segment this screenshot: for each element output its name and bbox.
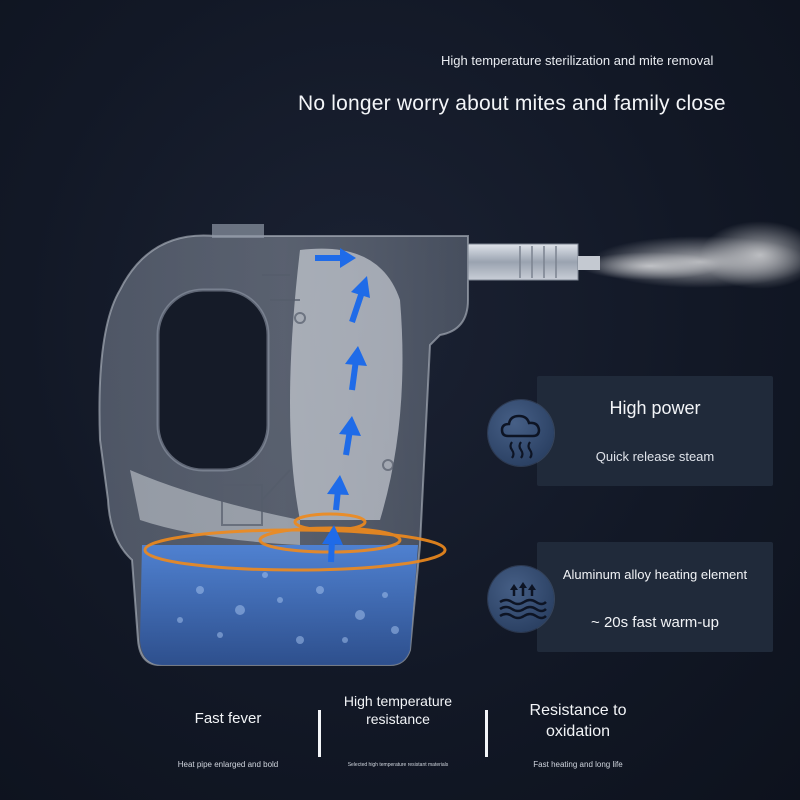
bottom-feature-title: High temperature resistance: [343, 693, 453, 727]
feature-card-high-power: High power Quick release steam: [537, 376, 773, 486]
heating-waves-icon: [488, 566, 554, 632]
bottom-feature-oxidation: Resistance to oxidation: [505, 700, 651, 742]
bottom-feature-note: Heat pipe enlarged and bold: [177, 760, 279, 769]
bottom-feature-title: Resistance to oxidation: [529, 702, 627, 740]
bottom-feature-title: Fast fever: [194, 710, 262, 727]
steam-spray: [580, 221, 800, 289]
steam-flow-arrows: [315, 248, 370, 563]
bottom-feature-note: Fast heating and long life: [533, 760, 623, 769]
feature-description: Quick release steam: [595, 449, 715, 464]
steam-cloud-icon: [488, 400, 554, 466]
water-tank: [140, 545, 418, 665]
bottom-feature-note: Selected high temperature resistant mate…: [347, 762, 449, 768]
divider: [485, 710, 488, 757]
bottom-feature-high-temperature: High temperature resistance: [338, 692, 458, 728]
feature-title: Aluminum alloy heating element: [562, 567, 748, 582]
headline: No longer worry about mites and family c…: [298, 92, 726, 115]
feature-card-heating-element: Aluminum alloy heating element ~ 20s fas…: [537, 542, 773, 652]
feature-description: ~ 20s fast warm-up: [591, 614, 719, 631]
nozzle: [467, 243, 600, 281]
divider: [318, 710, 321, 757]
bottom-feature-fast-fever: Fast fever: [160, 709, 296, 728]
feature-title: High power: [609, 398, 701, 418]
subtitle: High temperature sterilization and mite …: [441, 53, 714, 68]
